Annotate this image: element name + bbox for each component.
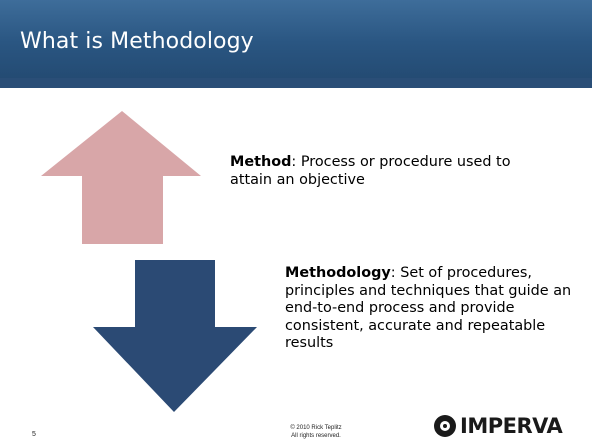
arrow-down-icon: [93, 260, 257, 412]
method-definition: Method: Process or procedure used to att…: [230, 154, 550, 189]
methodology-definition: Methodology: Set of procedures, principl…: [285, 265, 585, 353]
methodology-term: Methodology: [285, 265, 391, 281]
page-number: 5: [32, 431, 36, 438]
copyright-line-1: © 2010 Rick Teplitz: [290, 425, 342, 431]
page-title: What is Methodology: [20, 29, 254, 54]
copyright-notice: © 2010 Rick Teplitz All rights reserved.: [256, 424, 376, 440]
title-bar: What is Methodology: [0, 0, 592, 88]
method-term: Method: [230, 154, 292, 170]
imperva-logo: IMPERVA: [434, 413, 574, 439]
title-underline: [0, 78, 592, 88]
arrow-up-icon: [41, 111, 201, 244]
copyright-line-2: All rights reserved.: [291, 433, 341, 439]
logo-text: IMPERVA: [460, 414, 563, 438]
imperva-logo-icon: [434, 415, 456, 437]
method-definition-text: : Process or procedure used to attain an…: [230, 154, 511, 188]
methodology-definition-text: : Set of procedures, principles and tech…: [285, 265, 572, 351]
